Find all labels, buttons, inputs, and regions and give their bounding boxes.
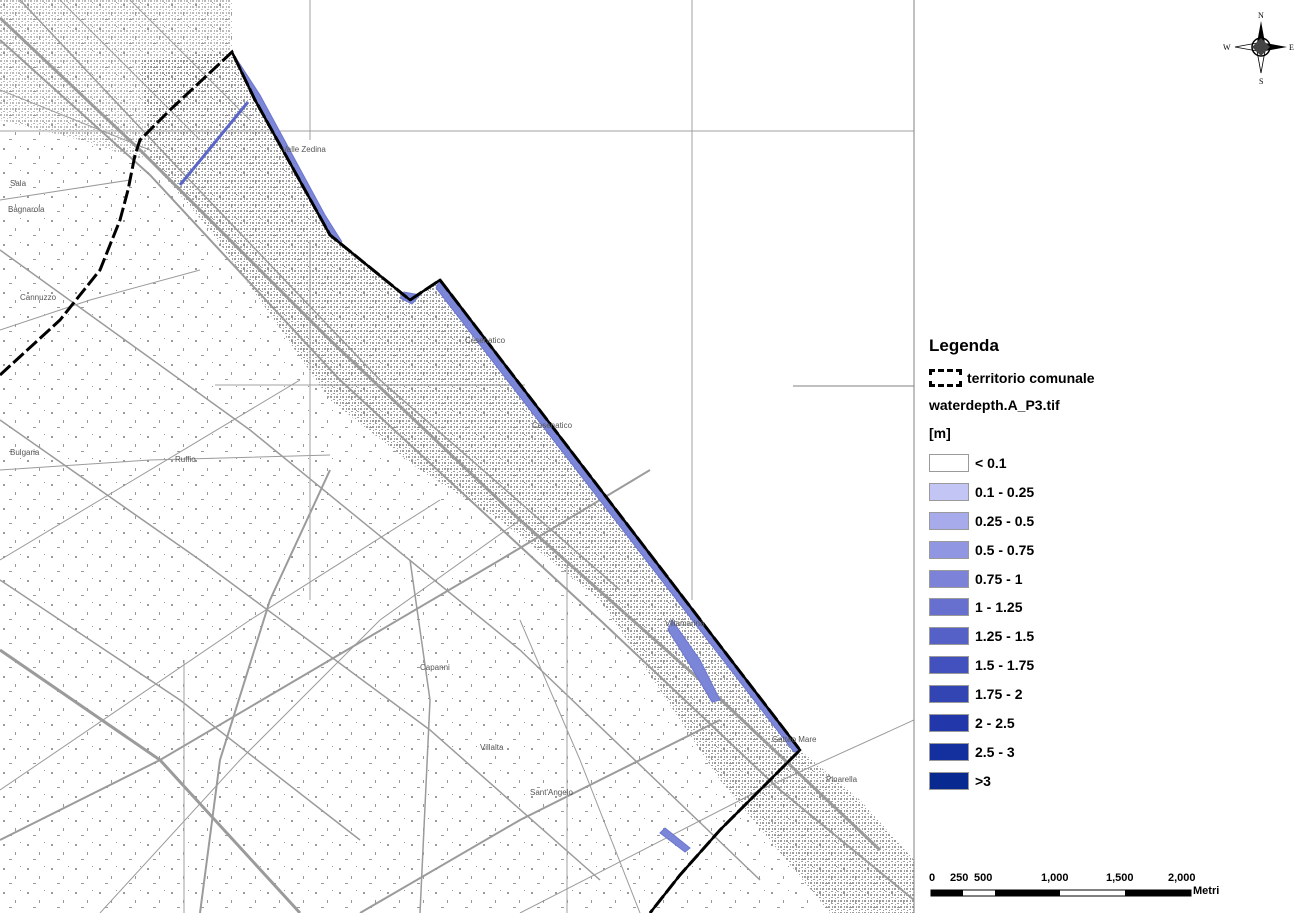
scale-tick-1000: 1,000 bbox=[1041, 872, 1069, 884]
legend-class-swatch bbox=[929, 511, 969, 530]
legend-class-swatch bbox=[929, 685, 969, 704]
legend-class-swatch bbox=[929, 454, 969, 472]
legend-class-row: 2 - 2.5 bbox=[929, 713, 1229, 733]
legend-classes: < 0.1 0.1 - 0.25 0.25 - 0.5 0.5 - 0.75 0.75 … bbox=[929, 453, 1229, 791]
place-label-cannuzzo: Cannuzzo bbox=[20, 293, 57, 302]
place-label-capanni: Capanni bbox=[420, 663, 450, 672]
legend-class-row: 1.75 - 2 bbox=[929, 684, 1229, 704]
scale-tick-2000: 2,000 bbox=[1168, 872, 1196, 884]
place-label-valle-zedina: Valle Zedina bbox=[282, 145, 326, 154]
legend-class-swatch bbox=[929, 771, 969, 790]
legend-class-label: 0.5 - 0.75 bbox=[975, 541, 1035, 558]
compass-n: N bbox=[1258, 11, 1264, 20]
legend-class-label: 1.5 - 1.75 bbox=[975, 657, 1035, 674]
scale-tick-1500: 1,500 bbox=[1106, 872, 1134, 884]
place-label-pinarella: Pinarella bbox=[826, 775, 858, 784]
scale-tick-0: 0 bbox=[929, 872, 936, 884]
legend-class-label: 2.5 - 3 bbox=[975, 743, 1015, 760]
road-network bbox=[0, 0, 914, 913]
legend-class-swatch bbox=[929, 627, 969, 646]
legend-class-swatch bbox=[929, 598, 969, 617]
legend-class-label: 0.25 - 0.5 bbox=[975, 512, 1035, 529]
place-label-ruffio: Ruffio bbox=[175, 455, 196, 464]
legend-class-label: 2 - 2.5 bbox=[975, 715, 1015, 732]
legend-class-label: 0.75 - 1 bbox=[975, 570, 1023, 587]
place-label-bagnarola: Bagnarola bbox=[8, 205, 45, 214]
legend-class-row: < 0.1 bbox=[929, 453, 1229, 473]
legend-class-swatch bbox=[929, 540, 969, 559]
legend-class-row: 0.1 - 0.25 bbox=[929, 482, 1229, 502]
legend-title: Legenda bbox=[929, 336, 999, 355]
place-label-cesenatico-1: Cesenatico bbox=[465, 336, 506, 345]
scale-tick-500: 500 bbox=[974, 872, 993, 884]
place-label-santangelo: Sant'Angelo bbox=[530, 788, 573, 797]
legend-class-row: 1.25 - 1.5 bbox=[929, 626, 1229, 646]
place-label-sala: Sala bbox=[10, 179, 27, 188]
legend-class-row: 0.25 - 0.5 bbox=[929, 511, 1229, 531]
legend-class-label: 1.25 - 1.5 bbox=[975, 628, 1035, 645]
legend-class-label: < 0.1 bbox=[975, 455, 1007, 471]
legend-class-row: 1.5 - 1.75 bbox=[929, 655, 1229, 675]
legend-class-label: 1.75 - 2 bbox=[975, 686, 1023, 703]
north-arrow-icon: N S E W bbox=[1223, 11, 1294, 86]
legend-class-row: 1 - 1.25 bbox=[929, 597, 1229, 617]
compass-w: W bbox=[1223, 43, 1231, 52]
legend-class-label: 0.1 - 0.25 bbox=[975, 483, 1035, 500]
place-label-bulgaria: Bulgaria bbox=[10, 448, 40, 457]
legend-class-swatch bbox=[929, 482, 969, 501]
legend-class-row: 0.75 - 1 bbox=[929, 569, 1229, 589]
compass-s: S bbox=[1259, 77, 1263, 86]
scale-unit: Metri bbox=[1193, 885, 1220, 897]
legend-unit: [m] bbox=[929, 425, 951, 441]
place-label-villamarina: Villamarina bbox=[665, 619, 705, 628]
scale-tick-250: 250 bbox=[950, 872, 969, 884]
legend: Legenda territorio comunale waterdepth.A… bbox=[929, 336, 1229, 800]
legend-class-row: 0.5 - 0.75 bbox=[929, 540, 1229, 560]
canal-flood bbox=[178, 101, 250, 186]
legend-class-row: >3 bbox=[929, 771, 1229, 791]
map-grid bbox=[0, 0, 914, 913]
legend-boundary-row: territorio comunale bbox=[929, 368, 1229, 388]
legend-class-label: >3 bbox=[975, 772, 991, 789]
scale-bar bbox=[930, 889, 1192, 897]
legend-class-row: 2.5 - 3 bbox=[929, 742, 1229, 762]
place-label-villalta: Villalta bbox=[480, 743, 504, 752]
place-label-cesenatico-2: Cesenatico bbox=[532, 421, 573, 430]
place-label-gatteo-mare: Gatteo Mare bbox=[772, 735, 817, 744]
legend-class-swatch bbox=[929, 569, 969, 588]
municipal-boundary-solid bbox=[230, 51, 802, 913]
legend-class-swatch bbox=[929, 714, 969, 733]
legend-boundary-label: territorio comunale bbox=[967, 370, 1095, 386]
legend-class-swatch bbox=[929, 742, 969, 761]
compass-e: E bbox=[1289, 43, 1294, 52]
legend-class-label: 1 - 1.25 bbox=[975, 599, 1023, 616]
legend-class-swatch bbox=[929, 656, 969, 675]
legend-raster-name: waterdepth.A_P3.tif bbox=[929, 397, 1060, 413]
boundary-swatch bbox=[929, 369, 962, 387]
